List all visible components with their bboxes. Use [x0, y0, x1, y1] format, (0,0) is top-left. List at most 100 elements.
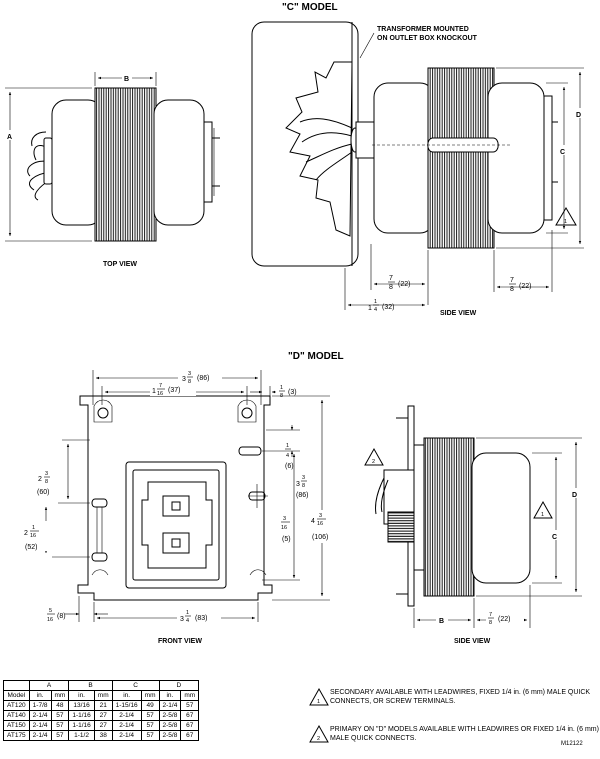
svg-text:3: 3 — [188, 371, 191, 377]
svg-text:5: 5 — [49, 608, 52, 614]
c-mount-note-line1: TRANSFORMER MOUNTED — [377, 26, 469, 33]
svg-text:2: 2 — [24, 530, 28, 537]
d-dim-4-3-16: 4 3 16 (106) — [309, 510, 339, 543]
svg-text:1: 1 — [186, 610, 189, 616]
c-mount-note-line2: ON OUTLET BOX KNOCKOUT — [377, 35, 478, 42]
c-dim-b: B — [124, 76, 129, 83]
svg-text:(37): (37) — [168, 387, 180, 394]
svg-text:3: 3 — [180, 616, 184, 623]
note-1-mark — [309, 687, 329, 706]
d-dim-3-16: 3 16 (5) — [281, 516, 291, 543]
svg-text:4: 4 — [186, 618, 189, 624]
svg-text:7: 7 — [389, 275, 393, 282]
d-side-view: 2 1 — [364, 405, 553, 607]
note-2-text: PRIMARY ON "D" MODELS AVAILABLE WITH LEA… — [330, 726, 599, 742]
table-group-b: B — [68, 680, 113, 691]
d-dim-2-1-16: 2 1 16 (52) — [22, 521, 52, 551]
table-unit-row: Model in. mm in. mm in. mm in. mm — [3, 690, 200, 701]
svg-text:4: 4 — [286, 453, 289, 459]
c-top-view-label: TOP VIEW — [103, 261, 137, 268]
svg-text:1: 1 — [368, 305, 372, 312]
svg-text:3: 3 — [45, 471, 48, 477]
mount-note-leader — [359, 32, 375, 59]
d-dim-1-4: 1 4 (6) — [285, 443, 294, 470]
c-dim-1-1-4: 1 1 4 (32) — [368, 299, 394, 313]
svg-text:3: 3 — [182, 376, 186, 383]
svg-text:1: 1 — [374, 299, 377, 305]
svg-text:4: 4 — [311, 518, 315, 525]
svg-text:1: 1 — [280, 385, 283, 391]
table-group-c: C — [111, 680, 160, 691]
svg-text:(3): (3) — [288, 389, 297, 396]
svg-text:16: 16 — [157, 391, 163, 397]
d-dim-3-3-8-right: 3 3 8 (86) — [296, 475, 308, 499]
svg-text:7: 7 — [159, 383, 162, 389]
svg-text:8: 8 — [510, 286, 514, 293]
svg-text:16: 16 — [281, 525, 287, 531]
table-group-d: D — [158, 680, 200, 691]
c-model-heading: "C" MODEL — [282, 2, 338, 13]
svg-text:(60): (60) — [37, 489, 49, 496]
svg-text:1: 1 — [152, 388, 156, 395]
svg-text:(22): (22) — [498, 616, 510, 623]
d-dim-d: D — [572, 492, 577, 499]
d-note-mark-2: 2 — [372, 459, 375, 465]
c-dim-7-8-left: 7 8 (22) — [388, 275, 410, 291]
svg-text:(86): (86) — [296, 492, 308, 499]
d-dim-7-8: 7 8 (22) — [486, 609, 524, 626]
c-dim-d: D — [576, 112, 581, 119]
svg-text:(83): (83) — [195, 615, 207, 622]
svg-text:1: 1 — [286, 443, 289, 449]
d-dim-1-7-16: 1 7 16 (37) — [150, 383, 196, 397]
table-group-a: A — [28, 680, 70, 691]
c-side-view: 1 — [251, 21, 577, 267]
dimension-table: A B C D Model in. mm in. mm in. mm in. m… — [3, 680, 200, 741]
d-dim-3-1-4: 3 1 4 (83) — [177, 609, 221, 624]
svg-text:7: 7 — [510, 277, 514, 284]
svg-text:4: 4 — [374, 307, 377, 313]
d-dim-1-8: 1 8 (3) — [279, 385, 297, 399]
note-1-text: SECONDARY AVAILABLE WITH LEADWIRES, FIXE… — [330, 689, 591, 705]
svg-text:16: 16 — [30, 533, 36, 539]
svg-text:2: 2 — [38, 476, 42, 483]
d-side-view-label: SIDE VIEW — [454, 638, 491, 645]
d-front-view — [77, 395, 273, 601]
svg-text:3: 3 — [283, 516, 286, 522]
svg-text:(52): (52) — [25, 544, 37, 551]
d-model-heading: "D" MODEL — [288, 351, 344, 362]
note-2-mark — [309, 724, 329, 743]
d-dim-3-3-8: 3 3 8 (86) — [178, 370, 222, 385]
svg-text:(86): (86) — [197, 375, 209, 382]
svg-text:16: 16 — [47, 617, 53, 623]
svg-text:(106): (106) — [312, 534, 328, 541]
c-note-mark-1: 1 — [564, 219, 567, 225]
d-note-mark-1: 1 — [541, 512, 544, 518]
note-2-mark-number: 2 — [317, 736, 320, 742]
svg-text:1: 1 — [32, 525, 35, 531]
svg-text:8: 8 — [188, 379, 191, 385]
svg-text:(6): (6) — [285, 463, 294, 470]
c-dim-c: C — [560, 149, 565, 156]
svg-text:(8): (8) — [57, 613, 66, 620]
svg-text:(5): (5) — [282, 536, 291, 543]
c-dim-7-8-right: 7 8 (22) — [509, 277, 531, 293]
svg-text:3: 3 — [319, 513, 322, 519]
d-dim-5-16: 5 16 (8) — [47, 608, 66, 623]
svg-text:16: 16 — [317, 521, 323, 527]
c-side-view-label: SIDE VIEW — [440, 310, 477, 317]
c-top-view — [27, 87, 220, 242]
svg-text:(22): (22) — [398, 281, 410, 288]
svg-text:3: 3 — [296, 481, 300, 488]
d-dim-2-3-8: 2 3 8 (60) — [36, 464, 66, 496]
figure-code: M12122 — [561, 741, 583, 747]
svg-text:(22): (22) — [519, 283, 531, 290]
d-dim-c: C — [552, 534, 557, 541]
table-group-row: A B C D — [3, 680, 200, 691]
c-dim-a: A — [7, 134, 12, 141]
svg-text:3: 3 — [302, 475, 305, 481]
